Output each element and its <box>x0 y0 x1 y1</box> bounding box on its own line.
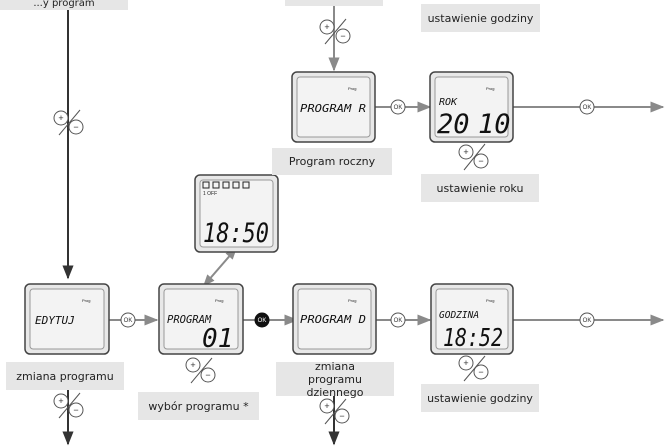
ok-button-1[interactable]: OK <box>390 99 406 115</box>
plus-icon: + <box>463 358 468 368</box>
time-preview-value: 18:50 <box>203 218 269 249</box>
ok-button-6[interactable]: OK <box>579 312 595 328</box>
ok-label: OK <box>583 105 592 111</box>
caption-zmiana-programu: zmiana programu <box>6 362 124 390</box>
godzina-label: GODZINA <box>439 310 479 321</box>
plus-minus-control-6[interactable]: + − <box>53 392 84 419</box>
plus-minus-control-5[interactable]: + − <box>458 355 489 382</box>
plus-minus-control-1[interactable]: + − <box>319 18 351 45</box>
screen-godzina: Prog GODZINA 18:52 <box>430 283 514 355</box>
prog-indicator: Prog <box>486 298 494 303</box>
plus-minus-control-3[interactable]: + − <box>458 143 489 171</box>
minus-icon: − <box>73 405 78 415</box>
minus-icon: − <box>339 411 344 421</box>
screen-text: EDYTUJ <box>35 314 75 327</box>
screen-program-r: Prog PROGRAM R <box>291 71 376 143</box>
plus-icon: + <box>324 22 329 32</box>
screen-edytuj: Prog EDYTUJ <box>24 283 110 355</box>
minus-icon: − <box>478 156 483 166</box>
rok-year-right: 10 <box>478 109 511 140</box>
screen-time-preview: 1 OFF 18:50 <box>194 174 279 253</box>
program-number: 01 <box>202 324 233 354</box>
ok-button-3[interactable]: OK <box>120 312 136 328</box>
plus-icon: + <box>58 396 63 406</box>
plus-minus-control-2[interactable]: + − <box>53 109 84 136</box>
minus-icon: − <box>478 367 483 377</box>
ok-label: OK <box>124 318 133 324</box>
ok-button-2[interactable]: OK <box>579 99 595 115</box>
plus-icon: + <box>324 401 329 411</box>
plus-minus-control-7[interactable]: + − <box>319 398 350 425</box>
minus-icon: − <box>73 122 78 132</box>
minus-icon: − <box>205 370 210 380</box>
ok-label: OK <box>394 318 403 324</box>
caption-program-roczny: Program roczny <box>272 148 392 175</box>
caption-ustawienie-roku: ustawienie roku <box>421 174 539 202</box>
caption-ustawienie-godziny: ustawienie godziny <box>421 384 539 412</box>
prog-indicator: Prog <box>348 86 356 91</box>
plus-icon: + <box>58 113 63 123</box>
caption-ustawienie-godziny-top: ustawienie godziny <box>421 4 540 32</box>
caption-wybor-programu: wybór programu * <box>138 392 259 420</box>
plus-icon: + <box>463 147 468 157</box>
screen-text: PROGRAM R <box>300 103 366 115</box>
screen-rok: Prog ROK 20 10 <box>429 71 514 143</box>
ok-label: OK <box>258 318 267 324</box>
screen-text: PROGRAM D <box>300 314 366 326</box>
screen-program-d: Prog PROGRAM D <box>292 283 377 355</box>
program-label: PROGRAM <box>167 314 212 326</box>
minus-icon: − <box>340 31 345 41</box>
day-indicators <box>202 181 250 189</box>
ok-label: OK <box>583 318 592 324</box>
prog-indicator: Prog <box>215 298 223 303</box>
prog-indicator: Prog <box>348 298 356 303</box>
caption-top-left: ...y program <box>0 0 128 10</box>
ok-button-5[interactable]: OK <box>390 312 406 328</box>
ok-button-4[interactable]: OK <box>254 312 270 328</box>
godzina-time: 18:52 <box>443 323 503 352</box>
rok-label: ROK <box>439 97 458 108</box>
prog-indicator: Prog <box>486 86 494 91</box>
plus-minus-control-4[interactable]: + − <box>185 357 216 384</box>
prog-indicator: Prog <box>82 298 90 303</box>
caption-top-middle-box <box>285 0 383 6</box>
rok-year-left: 20 <box>437 109 470 140</box>
ok-label: OK <box>394 105 403 111</box>
screen-program-01: Prog PROGRAM 01 <box>158 283 244 355</box>
caption-zmiana-programu-dziennego: zmiana programu dziennego <box>276 360 394 399</box>
days-text: 1 OFF <box>203 191 217 197</box>
plus-icon: + <box>190 360 195 370</box>
